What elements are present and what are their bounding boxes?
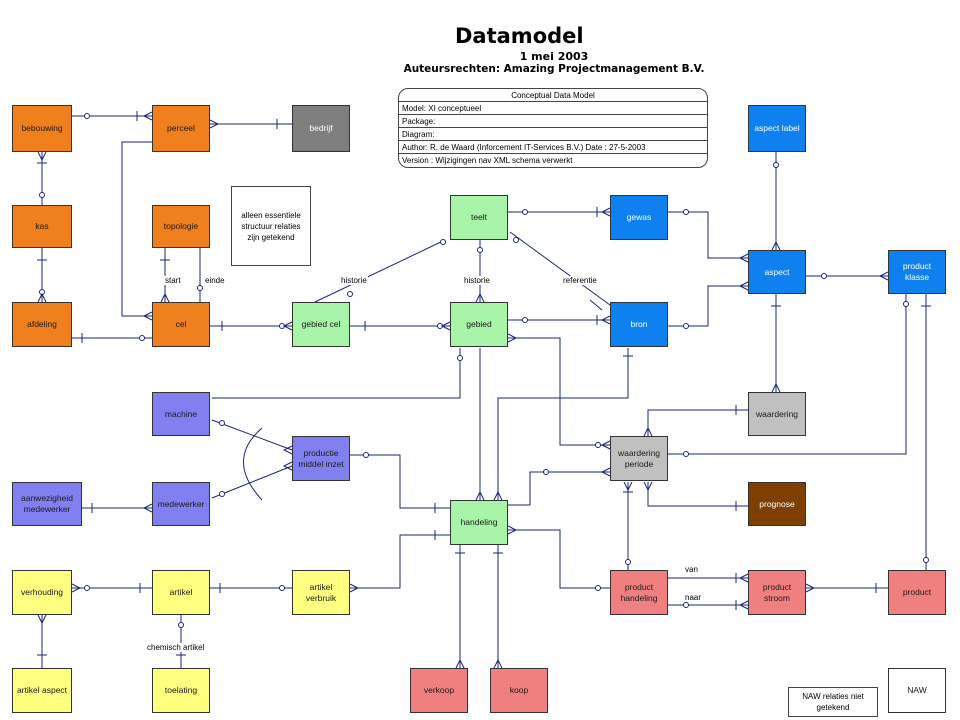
entity-aanwezigheid-medewerker[interactable]: aanwezigheid medewerker [12,482,82,526]
label-historie-gebied-cel: historie [340,276,368,285]
info-version: Version : Wijzigingen nav XML schema ver… [402,156,573,165]
entity-afdeling[interactable]: afdeling [12,302,72,347]
info-model: Model: XI conceptueel [399,102,707,115]
model-info-box: Conceptual Data Model Model: XI conceptu… [398,88,708,168]
entity-aspect-label[interactable]: aspect label [748,105,806,152]
diagram-date: 1 mei 2003 [519,50,589,63]
entity-toelating[interactable]: toelating [152,668,210,713]
entity-waardering-periode[interactable]: waardering periode [610,436,668,481]
info-header: Conceptual Data Model [399,89,707,102]
label-naar: naar [684,593,703,602]
entity-waardering[interactable]: waardering [748,392,806,436]
label-van: van [684,565,699,574]
entity-kas[interactable]: kas [12,205,72,248]
entity-koop[interactable]: koop [490,668,548,713]
entity-medewerker[interactable]: medewerker [152,482,210,526]
entity-artikel[interactable]: artikel [152,570,210,615]
diagram-copyright: Auteursrechten: Amazing Projectmanagemen… [403,63,705,75]
entity-product-klasse[interactable]: product klasse [888,250,946,294]
entity-product-handeling[interactable]: product handeling [610,570,668,615]
entity-bedrijf[interactable]: bedrijf [292,105,350,152]
note-naw-relations: NAW relaties niet getekend [788,687,878,717]
label-start: start [164,276,182,285]
entity-topologie[interactable]: topologie [152,205,210,248]
entity-bebouwing[interactable]: bebouwing [12,105,72,152]
entity-artikel-aspect[interactable]: artikel aspect [12,668,72,713]
entity-perceel[interactable]: perceel [152,105,210,152]
entity-verkoop[interactable]: verkoop [410,668,468,713]
entity-gebied[interactable]: gebied [450,302,508,347]
entity-gebied-cel[interactable]: gebied cel [292,302,350,347]
note-structure-relations: alleen essentiele structuur relaties zij… [231,186,311,266]
info-diagram: Diagram: [399,128,707,141]
diagram-title: Datamodel [455,24,584,48]
entity-verhouding[interactable]: verhouding [12,570,72,615]
entity-naw[interactable]: NAW [888,668,946,713]
entity-bron[interactable]: bron [610,302,668,347]
entity-artikel-verbruik[interactable]: artikel verbruik [292,570,350,615]
label-einde: einde [204,276,226,285]
entity-productie-middel-inzet[interactable]: productie middel inzet [292,436,350,481]
entity-gewas[interactable]: gewas [610,195,668,240]
entity-aspect[interactable]: aspect [748,250,806,294]
label-referentie: referentie [562,276,598,285]
entity-prognose[interactable]: prognose [748,482,806,526]
entity-handeling[interactable]: handeling [450,500,508,545]
info-package: Package: [399,115,707,128]
info-author: Author: R. de Waard (Inforcement IT-Serv… [399,141,707,154]
entity-product[interactable]: product [888,570,946,615]
entity-cel[interactable]: cel [152,302,210,347]
label-chemisch-artikel: chemisch artikel [146,643,206,652]
entity-teelt[interactable]: teelt [450,195,508,240]
entity-product-stroom[interactable]: product stroom [748,570,806,615]
entity-machine[interactable]: machine [152,392,210,436]
label-historie-gebied: historie [463,276,491,285]
